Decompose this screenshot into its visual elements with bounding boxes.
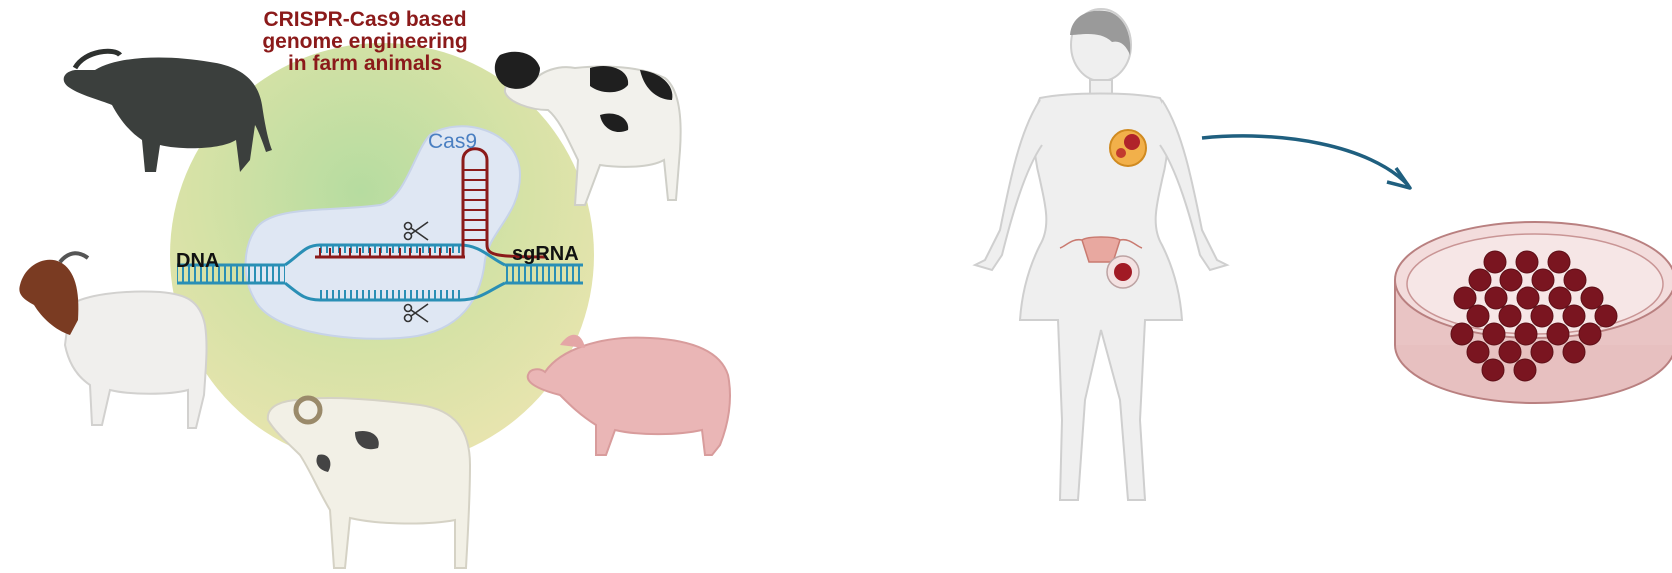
breast-tumor-icon [1110, 130, 1146, 166]
sheep-icon [268, 398, 470, 568]
patient-derived-culture-panel [975, 9, 1672, 500]
dna-label: DNA [176, 250, 219, 272]
cas9-label: Cas9 [428, 130, 477, 153]
sgrna-label: sgRNA [512, 243, 579, 265]
title-line-3: in farm animals [288, 52, 442, 75]
flow-arrow [1202, 136, 1410, 188]
buffalo-icon [64, 51, 272, 172]
crispr-farm-panel: CRISPR-Cas9 based genome engineering in … [19, 8, 730, 568]
ovarian-tumor-icon [1107, 256, 1139, 288]
title-line-1: CRISPR-Cas9 based [263, 8, 466, 31]
title-line-2: genome engineering [262, 30, 467, 53]
